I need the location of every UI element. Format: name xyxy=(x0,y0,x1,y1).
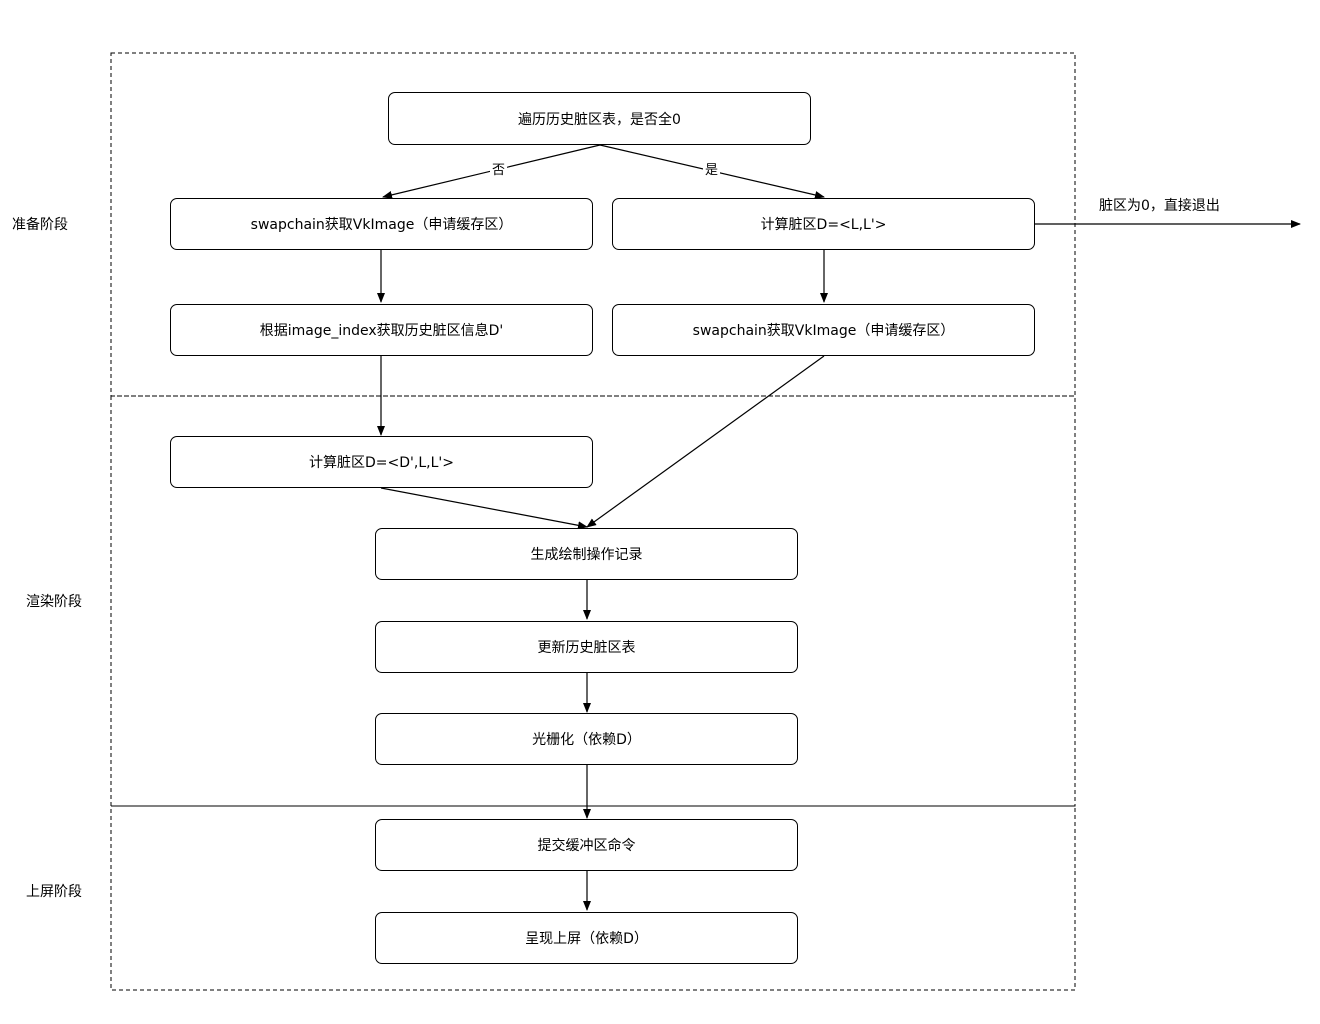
stage-label-render: 渲染阶段 xyxy=(26,594,82,610)
edge-acquire-to-generate xyxy=(586,355,825,528)
node-compute-dirty-left[interactable]: 计算脏区D=<D',L,L'> xyxy=(170,436,593,488)
node-acquire-image-right[interactable]: swapchain获取VkImage（申请缓存区） xyxy=(612,304,1035,356)
edge-label-exit: 脏区为0，直接退出 xyxy=(1099,198,1220,214)
node-get-history-info[interactable]: 根据image_index获取历史脏区信息D' xyxy=(170,304,593,356)
stage-label-present: 上屏阶段 xyxy=(26,884,82,900)
stage-label-prepare: 准备阶段 xyxy=(12,217,68,233)
edge-compute-to-generate xyxy=(380,487,588,530)
node-rasterize[interactable]: 光栅化（依赖D） xyxy=(375,713,798,765)
node-compute-dirty-right[interactable]: 计算脏区D=<L,L'> xyxy=(612,198,1035,250)
edge-label-no: 否 xyxy=(490,163,508,178)
node-generate-records[interactable]: 生成绘制操作记录 xyxy=(375,528,798,580)
node-acquire-image-left[interactable]: swapchain获取VkImage（申请缓存区） xyxy=(170,198,593,250)
node-present-screen[interactable]: 呈现上屏（依赖D） xyxy=(375,912,798,964)
node-submit-commands[interactable]: 提交缓冲区命令 xyxy=(375,819,798,871)
node-traverse-table[interactable]: 遍历历史脏区表，是否全0 xyxy=(388,92,811,145)
edge-label-yes: 是 xyxy=(703,163,721,178)
stage-render-box xyxy=(110,395,1076,807)
node-update-table[interactable]: 更新历史脏区表 xyxy=(375,621,798,673)
